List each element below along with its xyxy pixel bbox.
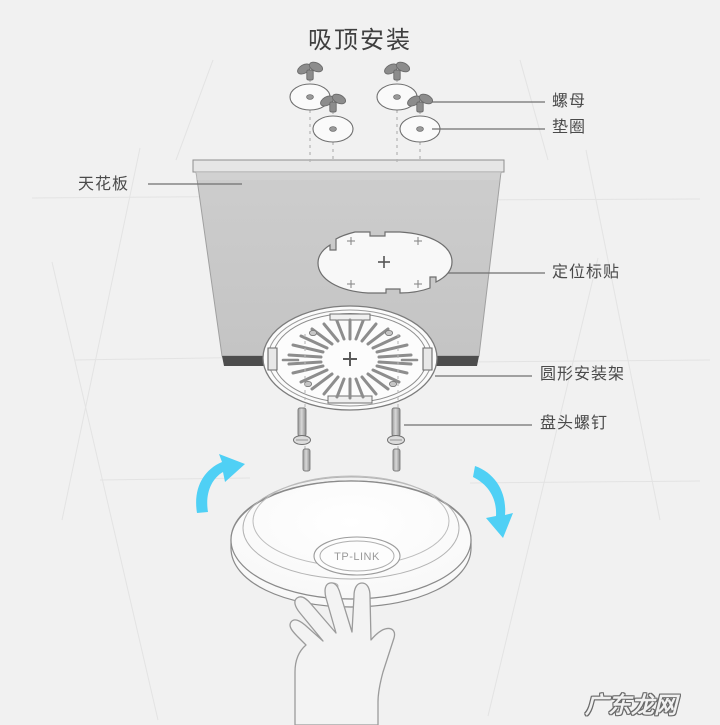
label-circular-mounting-bracket: 圆形安装架 — [540, 364, 626, 383]
label-pan-head-screw: 盘头螺钉 — [540, 413, 609, 432]
leader-lines — [148, 101, 545, 426]
rotation-arrow-right — [473, 466, 513, 538]
label-nut: 螺母 — [552, 91, 587, 110]
page-title: 吸顶安装 — [308, 26, 412, 54]
circular-mounting-bracket — [262, 305, 438, 411]
watermark: 广东龙网 — [585, 693, 677, 719]
label-positioning-sticker: 定位标贴 — [552, 262, 621, 281]
hand-illustration — [289, 582, 396, 725]
rotation-arrow-left — [196, 454, 245, 513]
pan-head-screw-group — [293, 407, 405, 472]
label-washer: 垫圈 — [552, 117, 587, 136]
ap-device: TP-LINK — [230, 475, 472, 608]
background-grid — [31, 59, 711, 721]
label-ceiling: 天花板 — [78, 174, 130, 193]
positioning-sticker — [317, 231, 453, 294]
device-brand-logo: TP-LINK — [334, 551, 380, 563]
washer-group — [289, 83, 441, 143]
